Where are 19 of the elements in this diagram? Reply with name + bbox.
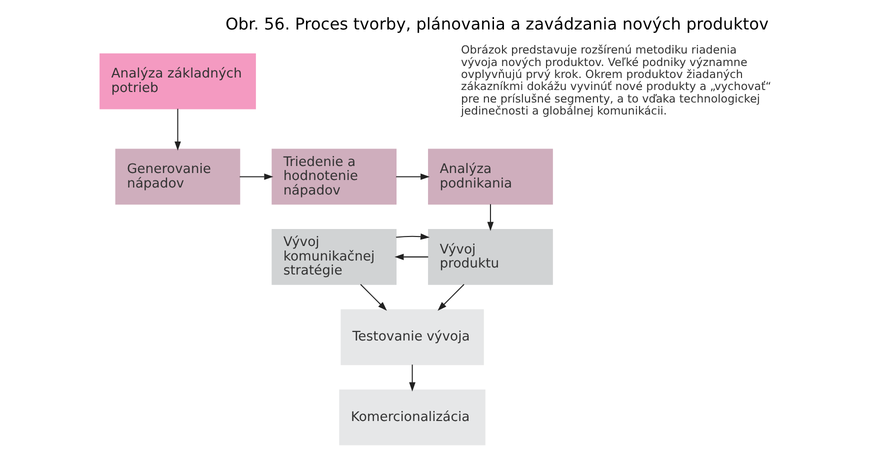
arrow — [396, 174, 430, 180]
node-box: Generovanie nápadov — [114, 148, 240, 205]
arrow — [360, 284, 386, 311]
node-box: Komercionalizácia — [338, 389, 485, 446]
node-box: Analýza podnikania — [428, 148, 552, 205]
diagram-title: Obr. 56. Proces tvorby, plánovania a zavádzania nových produktov — [224, 14, 768, 34]
node-box: Analýza základných potrieb — [99, 53, 256, 110]
node-box: Testovanie vývoja — [340, 309, 484, 366]
node-box: Vývoj produktu — [428, 229, 552, 285]
arrow — [408, 364, 415, 392]
arrow — [239, 174, 273, 180]
node-box: Vývoj komunikačnej stratégie — [271, 229, 396, 285]
arrow — [174, 108, 180, 151]
arrow — [396, 233, 430, 240]
arrow — [437, 284, 464, 311]
arrow — [486, 204, 494, 232]
node-box: Triedenie a hodnotenie nápadov — [271, 148, 396, 205]
arrow — [394, 254, 428, 260]
label: Obrázok predstavuje rozšírenú metodiku riadenia vývoja nových produktov. Veľké podniky významne ovplyvňujú prvý krok. Okrem produktov žiadaných zákazníkmi dokážu vyvinúť nové produkty a „vychovať“ pre ne príslušné segmenty, a to vďaka technologickej jedinečnosti a globálnej komunikácii. — [460, 44, 771, 118]
